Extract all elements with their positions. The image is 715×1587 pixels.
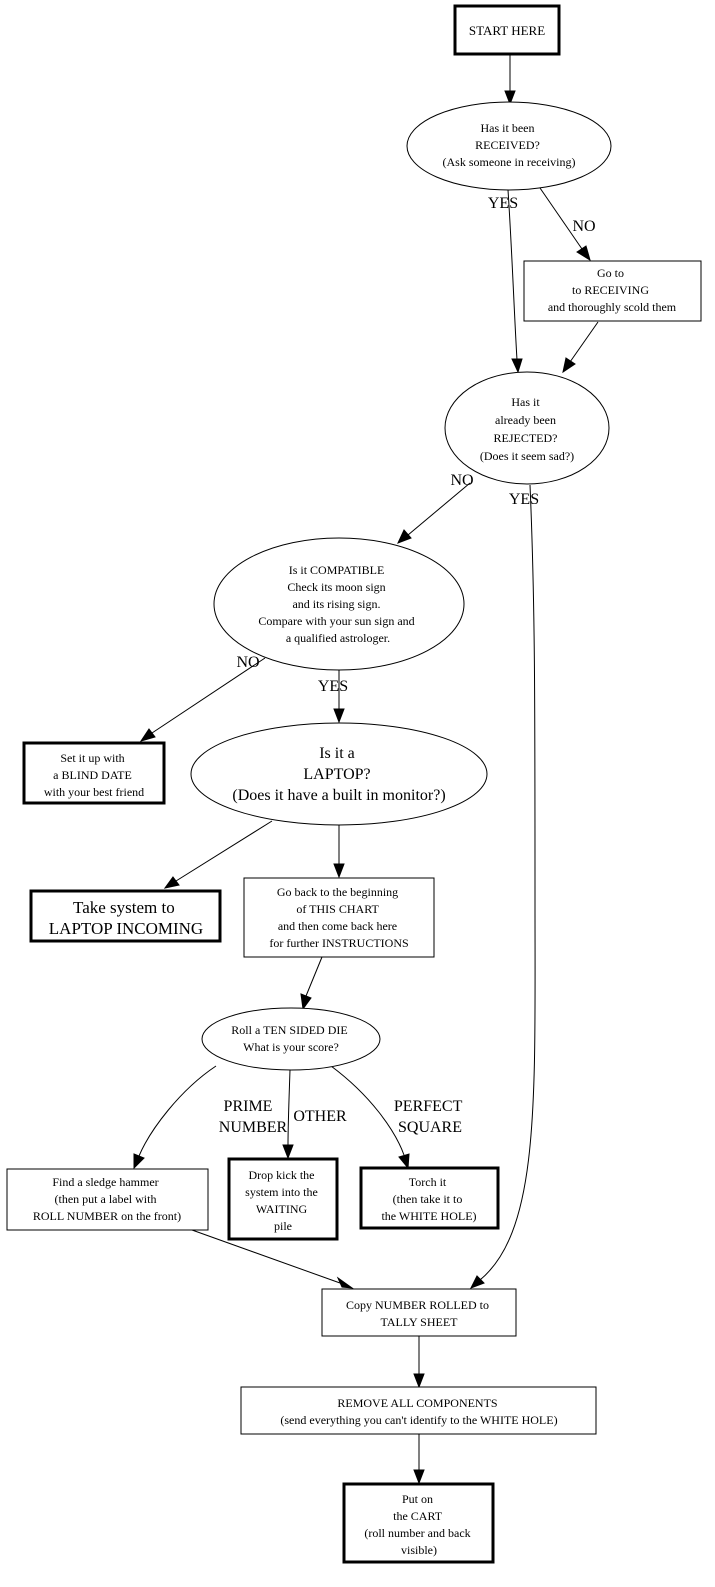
cart-label: Put on the CART (roll number and back vi… [364, 1492, 473, 1557]
start-label: START HERE [469, 23, 545, 38]
edge-die-perfect-to-torch [330, 1065, 410, 1170]
edge-received-no-to-go-receiving [539, 187, 591, 262]
die-node [201, 1007, 381, 1071]
edge-die-other-to-drop-kick [282, 1069, 294, 1160]
compatible-no-label: NO [236, 654, 259, 671]
other-label: OTHER [293, 1108, 347, 1125]
received-no-label: NO [572, 218, 595, 235]
edge-laptop-to-laptop-incoming [163, 820, 273, 889]
edge-received-yes-to-rejected [507, 189, 523, 374]
laptop-incoming-label: Take system to LAPTOP INCOMING [49, 898, 203, 938]
received-yes-label: YES [488, 195, 518, 212]
edge-laptop-to-go-back [333, 825, 345, 879]
remove-label: REMOVE ALL COMPONENTS (send everything y… [280, 1396, 557, 1427]
edge-rejected-no-to-compatible [397, 482, 471, 544]
rejected-no-label: NO [450, 472, 473, 489]
go-back-node [243, 877, 435, 958]
edges [133, 54, 599, 1485]
copy-number-label: Copy NUMBER ROLLED to TALLY SHEET [346, 1298, 492, 1329]
sledge-node [6, 1168, 209, 1231]
received-node [406, 101, 612, 191]
torch-label: Torch it (then take it to the WHITE HOLE… [381, 1175, 476, 1223]
go-receiving-node [523, 260, 702, 322]
received-label: Has it been RECEIVED? (Ask someone in re… [443, 121, 576, 169]
die-label: Roll a TEN SIDED DIE What is your score? [231, 1023, 350, 1054]
copy-number-node [321, 1288, 517, 1337]
remove-node [240, 1386, 597, 1435]
blind-date-node [22, 741, 166, 805]
compatible-node [213, 537, 465, 671]
edge-remove-to-cart [413, 1434, 425, 1485]
edge-rejected-yes-to-copy-number [469, 484, 536, 1289]
edge-go-back-to-die [300, 956, 323, 1011]
rejected-node [444, 371, 610, 485]
nodes [6, 4, 702, 1564]
laptop-node [190, 722, 488, 826]
node-labels: START HERE Has it been RECEIVED? (Ask so… [33, 23, 677, 1557]
rejected-yes-label: YES [509, 491, 539, 508]
blind-date-label: Set it up with a BLIND DATE with your be… [44, 751, 144, 799]
sledge-label: Find a sledge hammer (then put a label w… [33, 1175, 181, 1223]
laptop-label: Is it a LAPTOP? (Does it have a built in… [232, 745, 445, 804]
go-receiving-label: Go to to RECEIVING and thoroughly scold … [548, 266, 677, 314]
edge-labels: YES NO NO YES NO YES PRIME NUMBER OTHER … [219, 195, 596, 1136]
compatible-label: Is it COMPATIBLE Check its moon sign and… [258, 563, 417, 645]
edge-compatible-yes-to-laptop [333, 670, 345, 724]
prime-label: PRIME NUMBER [219, 1098, 288, 1136]
edge-go-receiving-to-rejected [562, 321, 599, 374]
compatible-yes-label: YES [318, 678, 348, 695]
cart-node [342, 1482, 495, 1564]
start-node [453, 4, 561, 56]
laptop-incoming-node [29, 889, 222, 943]
perfect-label: PERFECT SQUARE [394, 1098, 466, 1136]
edge-copy-number-to-remove [413, 1336, 425, 1389]
edge-compatible-no-to-blind-date [139, 657, 266, 742]
edge-die-prime-to-sledge [133, 1065, 217, 1170]
edge-start-to-received [504, 54, 516, 106]
edge-sledge-to-copy-number [191, 1229, 354, 1289]
drop-kick-label: Drop kick the system into the WAITING pi… [245, 1168, 321, 1233]
drop-kick-node [227, 1157, 339, 1241]
rejected-label: Has it already been REJECTED? (Does it s… [480, 395, 574, 463]
torch-node [359, 1166, 500, 1230]
go-back-label: Go back to the beginning of THIS CHART a… [269, 885, 408, 950]
